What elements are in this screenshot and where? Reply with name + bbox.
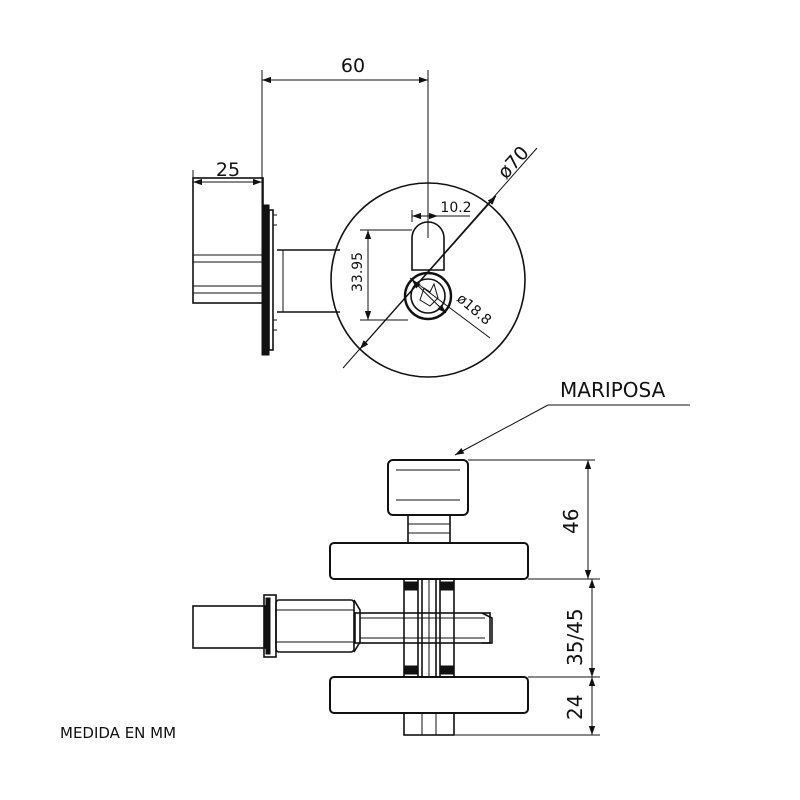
dim-cylinder: ø18.8 xyxy=(409,277,494,339)
dim-depth-25: 25 xyxy=(192,159,262,186)
mariposa-label: MARIPOSA xyxy=(560,378,666,402)
latch-housing xyxy=(354,612,493,644)
upper-rose xyxy=(329,542,529,580)
thumb-turn-knob xyxy=(387,459,469,516)
latch-cylinder xyxy=(192,594,361,658)
lower-stub xyxy=(403,712,455,736)
dim-slot-width-label: 10.2 xyxy=(440,200,471,216)
dim-depth-label: 25 xyxy=(216,159,240,181)
knob-nut xyxy=(407,514,451,544)
dim-rose-label: 24 xyxy=(563,695,587,720)
spindle-neck xyxy=(277,249,340,313)
dim-diameter-label: ø70 xyxy=(493,142,533,183)
dim-slot-width: 10.2 xyxy=(411,200,472,222)
dim-slot-height: 33.95 xyxy=(350,229,412,321)
side-view: MARIPOSA xyxy=(192,378,690,736)
dim-cylinder-label: ø18.8 xyxy=(453,291,494,329)
dim-door-label: 35/45 xyxy=(563,608,587,666)
through-spindle xyxy=(421,579,437,678)
lower-rose xyxy=(329,676,529,714)
units-note: MEDIDA EN MM xyxy=(60,724,176,742)
dim-slot-height-label: 33.95 xyxy=(350,252,366,292)
side-dimensions: 46 35/45 24 xyxy=(455,459,600,736)
mariposa-callout: MARIPOSA xyxy=(454,378,690,456)
mounting-plate xyxy=(261,204,277,356)
cylinder-body xyxy=(192,177,264,304)
dim-knob-label: 46 xyxy=(559,509,583,534)
top-view: 60 25 ø70 10.2 33.95 xyxy=(192,55,538,378)
dim-width-60: 60 xyxy=(261,55,429,238)
dim-width-label: 60 xyxy=(341,55,365,77)
